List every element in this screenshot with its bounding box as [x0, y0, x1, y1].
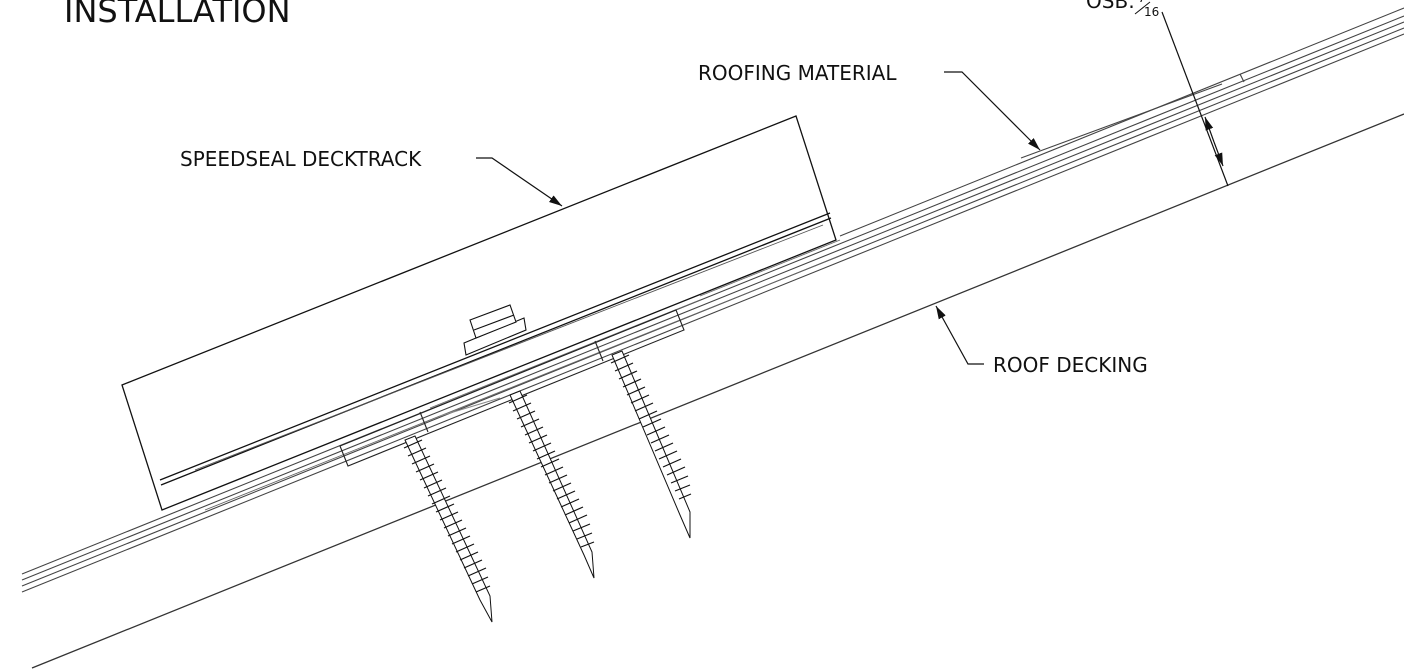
osb-fraction-denominator: 16 — [1144, 5, 1159, 19]
drawing-title: INSTALLATION — [64, 0, 291, 30]
roofing-material-layers — [21, 7, 1404, 593]
label-osb: OSB: — [1086, 0, 1135, 13]
bolt-head-icon — [463, 304, 527, 356]
roof-decking-bottom-line — [31, 113, 1404, 669]
label-speedseal-decktrack: SPEEDSEAL DECKTRACK — [180, 147, 422, 171]
leader-roof-decking — [935, 305, 984, 365]
leader-roofing-material — [944, 71, 1041, 151]
flashing-plate — [339, 309, 685, 467]
speedseal-decktrack — [121, 115, 837, 511]
osb-fraction-numerator: 7 — [1138, 0, 1146, 5]
screw-3 — [610, 350, 692, 539]
screw-1 — [403, 435, 493, 623]
label-roof-decking: ROOF DECKING — [993, 353, 1148, 377]
screw-2 — [508, 390, 595, 579]
leader-speedseal — [476, 157, 563, 207]
label-roofing-material: ROOFING MATERIAL — [698, 61, 897, 85]
leader-osb-dimension — [1161, 11, 1229, 187]
osb-fraction-bar — [1134, 1, 1151, 15]
